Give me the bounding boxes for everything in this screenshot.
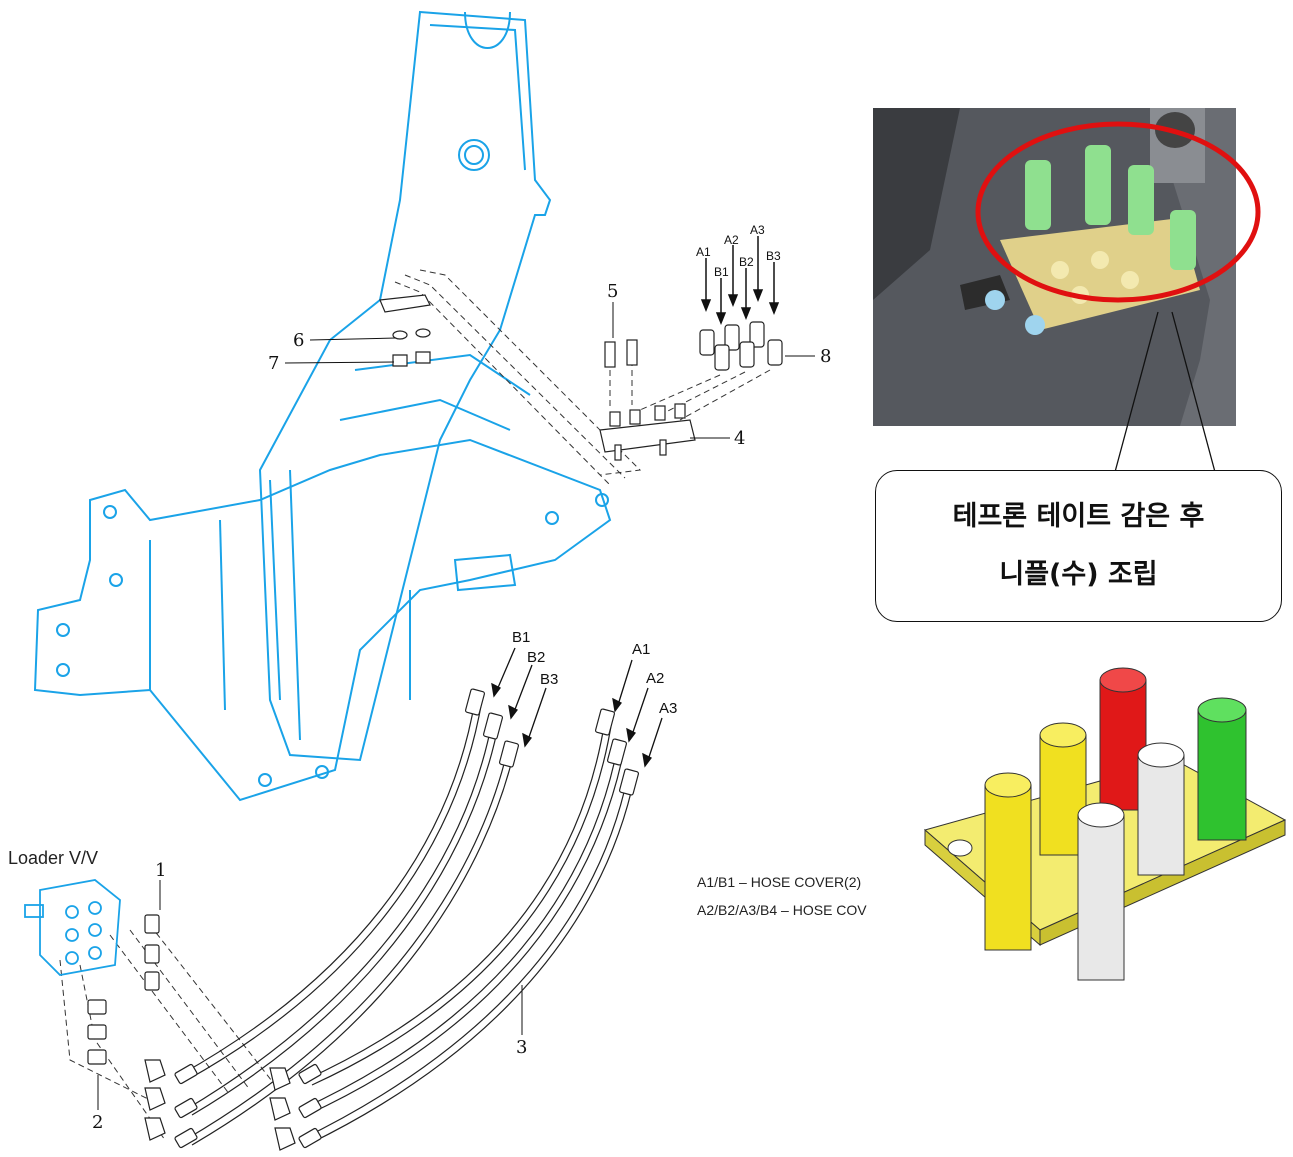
part-number-6: 6 — [293, 330, 304, 351]
loader-bracket — [33, 10, 612, 802]
hose-label-b1: B1 — [512, 629, 530, 646]
legend-line-2: A2/B2/A3/B4 – HOSE COV — [697, 902, 867, 918]
hose-label-a3: A3 — [659, 700, 677, 717]
part-number-4: 4 — [734, 428, 745, 449]
assembly-note-callout: 테프론 테이트 감은 후 니플(수) 조립 — [875, 470, 1282, 622]
callout-pointer — [1114, 311, 1216, 473]
legend-line-1: A1/B1 – HOSE COVER(2) — [697, 874, 862, 890]
callout-line-2: 니플(수) 조립 — [999, 559, 1158, 590]
part-number-7: 7 — [268, 353, 279, 374]
hose-label-a1: A1 — [632, 641, 650, 658]
part-number-8: 8 — [820, 346, 831, 367]
part-number-5: 5 — [607, 281, 618, 302]
hose-cover-legend: A1/B1 – HOSE COVER(2) A2/B2/A3/B4 – HOSE… — [697, 868, 867, 924]
highlight-ellipse — [975, 121, 1261, 303]
hose-label-b3: B3 — [540, 671, 558, 688]
hose-arrows — [491, 647, 663, 768]
loader-valve-label: Loader V/V — [8, 848, 99, 868]
top-label-b3: B3 — [766, 249, 781, 263]
leader-lines — [97, 302, 815, 1110]
hose-label-a2: A2 — [646, 670, 664, 687]
part-number-2: 2 — [92, 1112, 103, 1133]
assembly-render-photo — [873, 108, 1261, 426]
hoses — [179, 699, 636, 1146]
top-label-a2: A2 — [724, 233, 739, 247]
top-label-a3: A3 — [750, 223, 765, 237]
callout-line-1: 테프론 테이트 감은 후 — [952, 501, 1205, 532]
fitting-plate-group — [379, 294, 783, 461]
coupler-render — [923, 667, 1287, 981]
top-label-b1: B1 — [714, 265, 729, 279]
hose-label-b2: B2 — [527, 649, 545, 666]
top-label-a1: A1 — [696, 245, 711, 259]
top-label-b2: B2 — [739, 255, 754, 269]
hose-fittings — [87, 688, 640, 1151]
part-number-1: 1 — [155, 860, 166, 881]
port-arrows — [700, 236, 780, 326]
loader-valve — [24, 879, 121, 976]
part-number-3: 3 — [516, 1037, 527, 1058]
